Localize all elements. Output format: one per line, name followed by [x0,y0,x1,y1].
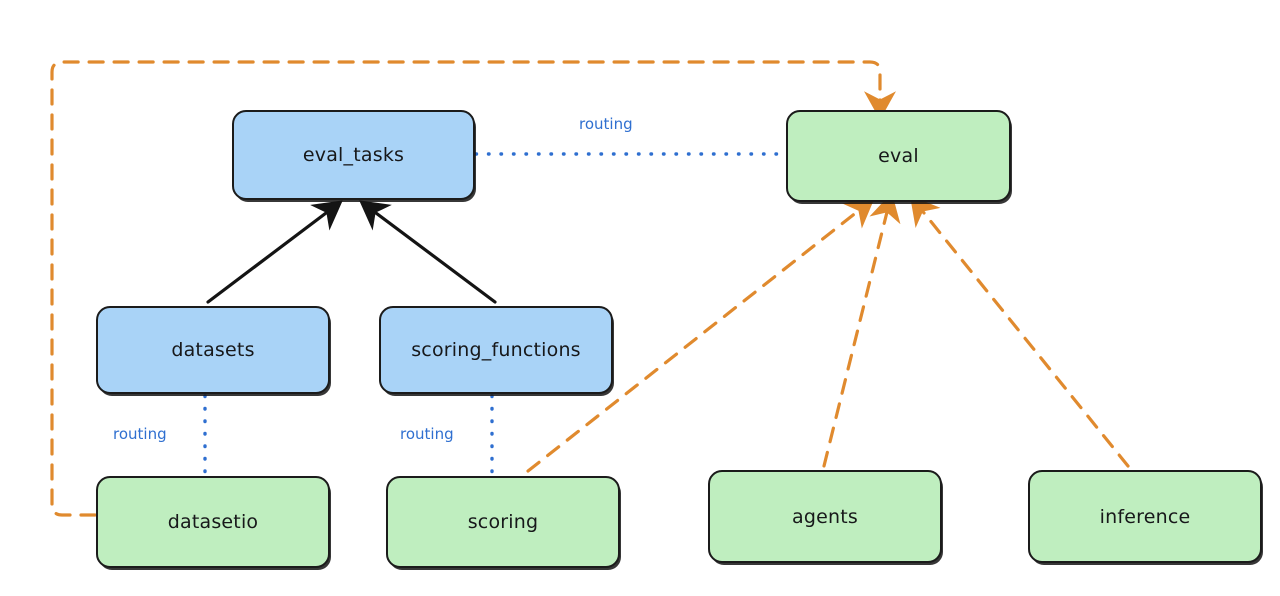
node-eval[interactable]: eval [786,110,1011,202]
edge-label-routing-scoring-functions: routing [400,425,454,443]
edge-agents-eval [822,192,901,468]
edge-label-routing-datasets: routing [113,425,167,443]
node-label: scoring [467,511,539,533]
node-agents[interactable]: agents [708,470,942,563]
node-inference[interactable]: inference [1028,470,1262,563]
edge-label-routing-eval-tasks: routing [579,115,633,133]
node-eval-tasks[interactable]: eval_tasks [232,110,475,200]
node-label: eval [878,145,919,167]
node-scoring[interactable]: scoring [386,476,620,568]
edge-inference-eval [909,195,1130,468]
edge-datasetio-eval [50,60,896,517]
node-label: datasets [171,339,255,361]
node-datasetio[interactable]: datasetio [96,476,330,568]
edge-scoring-functions-eval-tasks [359,200,497,304]
node-label: scoring_functions [411,339,581,361]
node-label: agents [792,505,858,528]
node-scoring-functions[interactable]: scoring_functions [379,306,613,394]
node-label: inference [1099,505,1191,528]
node-label: eval_tasks [302,144,405,166]
node-datasets[interactable]: datasets [96,306,330,394]
edge-datasets-eval-tasks [206,200,343,304]
edge-scoring-eval [526,198,875,473]
node-label: datasetio [167,511,259,533]
